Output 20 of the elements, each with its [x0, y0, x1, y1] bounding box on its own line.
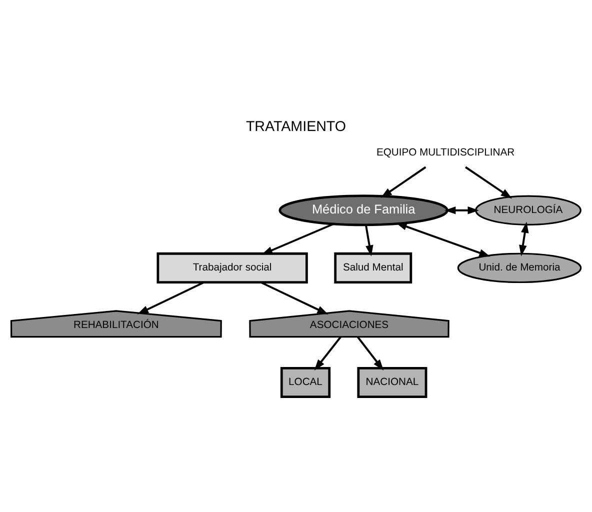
arrow: [519, 221, 529, 256]
diagram-title: TRATAMIENTO: [246, 118, 346, 134]
node-text: EQUIPO MULTIDISCIPLINAR: [376, 146, 515, 158]
arrow: [464, 166, 512, 198]
arrow: [261, 222, 334, 254]
arrow: [396, 222, 490, 256]
node-box: Salud Mental: [334, 252, 412, 283]
arrow: [314, 336, 342, 370]
arrow: [260, 280, 328, 314]
node-box: LOCAL: [280, 366, 331, 398]
arrow: [356, 336, 384, 370]
arrow: [364, 224, 374, 256]
node-ellipse: NEUROLOGÍA: [475, 194, 582, 225]
arrow: [137, 280, 204, 314]
arrow: [444, 206, 479, 214]
node-box: NACIONAL: [357, 366, 428, 398]
node-ellipse: Médico de Familia: [278, 194, 448, 226]
arrow: [380, 166, 426, 198]
node-box: Trabajador social: [156, 252, 308, 283]
node-ellipse: Unid. de Memoria: [457, 252, 582, 283]
